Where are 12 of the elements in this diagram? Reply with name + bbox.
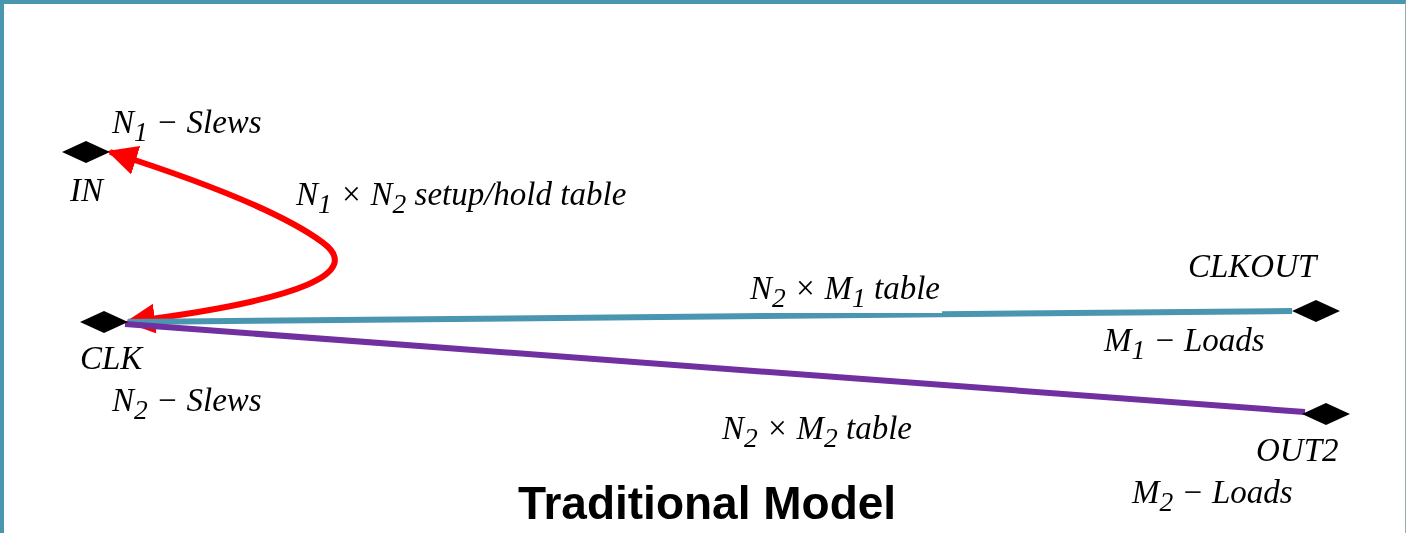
pin-annotation: M$_{1}$ − Loads xyxy=(1104,322,1265,365)
connector-line xyxy=(124,321,1306,415)
connector-line xyxy=(127,308,1293,325)
arrow xyxy=(107,146,338,334)
diagram-title: Traditional Model xyxy=(517,477,897,529)
pin-annotation: N$_{2}$ − Slews xyxy=(112,382,262,425)
pin-annotation: M$_{2}$ − Loads xyxy=(1132,474,1293,517)
pin-annotation: OUT2 xyxy=(1256,432,1339,469)
pin-annotation: N$_{1}$ − Slews xyxy=(112,104,262,147)
pin-annotation: IN xyxy=(70,172,103,209)
pin-annotation: CLKOUT xyxy=(1188,248,1317,285)
pin-annotation: CLK xyxy=(80,340,143,377)
